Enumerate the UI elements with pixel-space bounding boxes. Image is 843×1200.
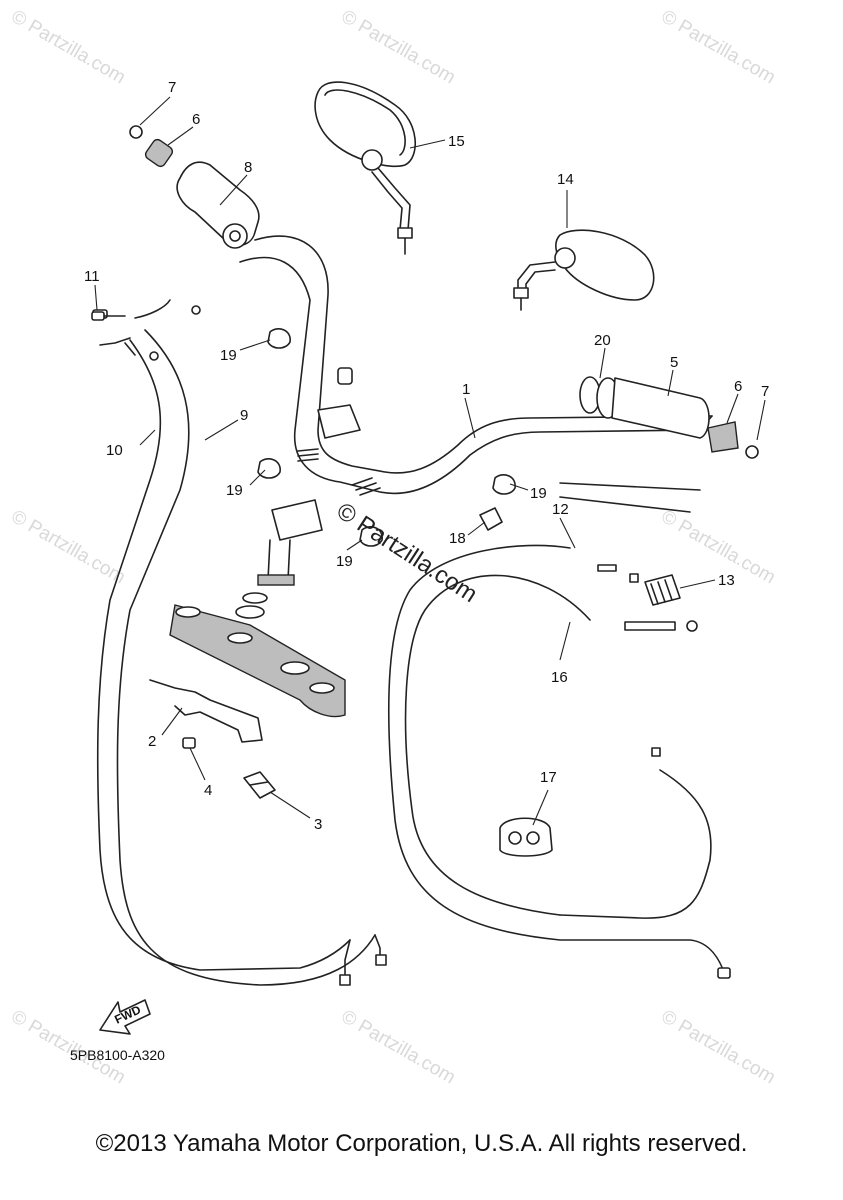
callout-7: 7	[168, 79, 176, 96]
leader-lines	[94, 96, 766, 826]
diagram-code: 5PB8100-A320	[70, 1047, 165, 1063]
callout-4: 4	[204, 782, 212, 799]
callout-1: 1	[462, 381, 470, 398]
callout-13: 13	[718, 572, 735, 589]
callout-6: 6	[192, 111, 200, 128]
handlebar-holder	[235, 367, 361, 619]
callout-5: 5	[670, 354, 678, 371]
left-grip	[176, 161, 260, 249]
callout-14: 14	[557, 171, 574, 188]
cable-guide-parts	[149, 679, 276, 799]
callout-10: 10	[106, 442, 123, 459]
callout-20: 20	[594, 332, 611, 349]
callout-16: 16	[551, 669, 568, 686]
callout-7: 7	[761, 383, 769, 400]
watermark: © Partzilla.com	[8, 506, 129, 588]
copyright-notice: ©2013 Yamaha Motor Corporation, U.S.A. A…	[95, 1130, 748, 1157]
adjuster	[644, 574, 681, 606]
lever-cables	[387, 544, 731, 979]
fwd-arrow: FWD	[99, 999, 151, 1035]
watermark: © Partzilla.com	[338, 6, 459, 88]
right-grip	[579, 376, 759, 459]
center-watermark: © Partzilla.com	[332, 497, 482, 608]
callout-15: 15	[448, 133, 465, 150]
left-bar-end	[129, 125, 174, 168]
upper-bracket	[169, 604, 346, 718]
callout-19: 19	[226, 482, 243, 499]
clip-17	[499, 817, 553, 857]
watermark: © Partzilla.com	[658, 1006, 779, 1088]
clamps	[257, 328, 516, 547]
callout-numbers: 7 6 8 11 19 9 10 19 1 15 14 20 5 6 7 19 …	[84, 79, 769, 833]
watermark: © Partzilla.com	[8, 6, 129, 88]
callout-19: 19	[220, 347, 237, 364]
callout-19: 19	[336, 553, 353, 570]
callout-2: 2	[148, 733, 156, 750]
callout-9: 9	[240, 407, 248, 424]
callout-8: 8	[244, 159, 252, 176]
parts-diagram: © Partzilla.com © Partzilla.com © Partzi…	[8, 6, 779, 1088]
callout-12: 12	[552, 501, 569, 518]
watermark: © Partzilla.com	[338, 1006, 459, 1088]
watermark: © Partzilla.com	[658, 6, 779, 88]
mirror-right	[513, 229, 655, 311]
mirror-left	[314, 81, 416, 255]
callout-19: 19	[530, 485, 547, 502]
callout-11: 11	[84, 268, 100, 285]
bolt-11	[91, 311, 126, 321]
callout-6: 6	[734, 378, 742, 395]
callout-17: 17	[540, 769, 557, 786]
callout-18: 18	[449, 530, 466, 547]
callout-3: 3	[314, 816, 322, 833]
